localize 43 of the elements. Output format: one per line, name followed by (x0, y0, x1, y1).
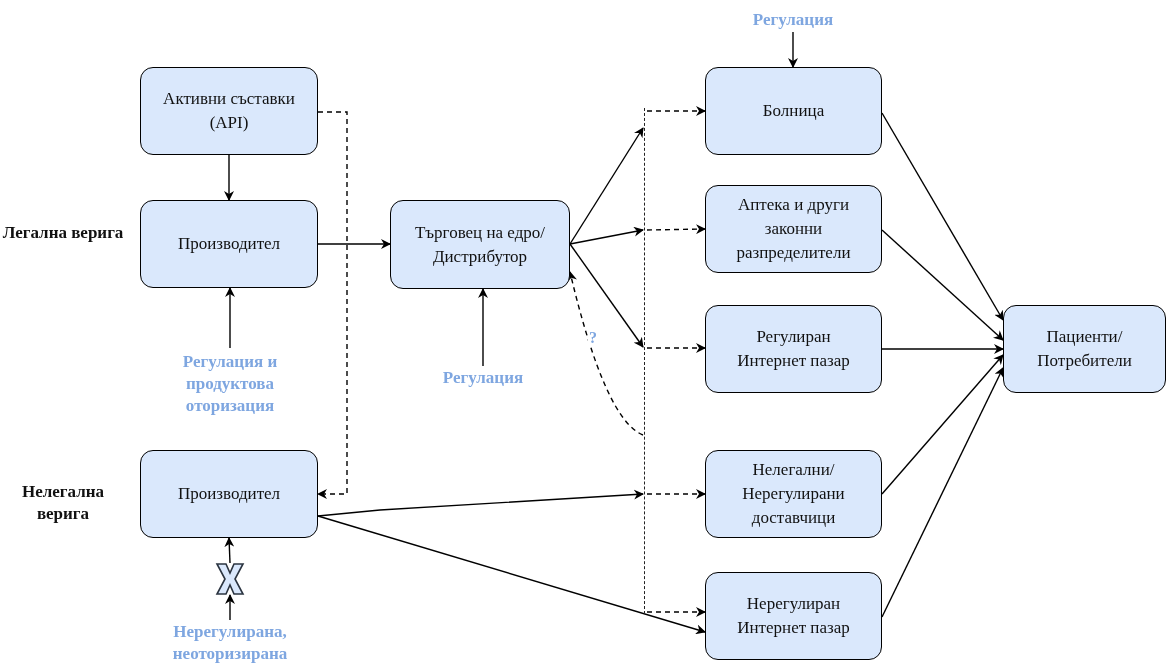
arrow (317, 239, 391, 249)
arrow (224, 154, 234, 201)
distribution-line (644, 108, 648, 614)
process-box: Аптека и други законни разпределители (705, 185, 882, 273)
arrow (569, 226, 644, 245)
regulation-label: Нерегулирана, неоторизирана (150, 620, 310, 666)
process-box: Търговец на едро/ Дистрибутор (390, 200, 570, 289)
arrow (225, 287, 235, 349)
arrow (317, 515, 706, 635)
process-box: Пациенти/ Потребители (1003, 305, 1166, 393)
edge-label: ? (588, 330, 598, 346)
regulation-label: Регулация и продуктова оторизация (150, 348, 310, 420)
process-box: Регулиран Интернет пазар (705, 305, 882, 393)
arrow (224, 537, 235, 564)
arrow (788, 31, 798, 68)
arrow (881, 229, 1004, 341)
dashed-arrow (646, 489, 706, 499)
arrow (478, 288, 488, 367)
arrow (881, 112, 1004, 321)
dashed-arrow (646, 106, 706, 116)
process-box: Активни съставки (API) (140, 67, 318, 155)
cross-mark (214, 563, 246, 595)
arrow (881, 344, 1004, 354)
dashed-arrow (646, 224, 706, 235)
process-box: Производител (140, 200, 318, 288)
process-box: Нелегални/ Нерегулирани доставчици (705, 450, 882, 538)
arrow (225, 594, 235, 621)
arrow (569, 127, 644, 245)
dashed-arrow (646, 343, 706, 353)
dashed-arrow (317, 111, 348, 499)
regulation-label: Регулация (420, 366, 546, 390)
process-box: Нерегулиран Интернет пазар (705, 572, 882, 660)
arrow (881, 367, 1004, 618)
process-box: Производител (140, 450, 318, 538)
arrow (881, 354, 1004, 495)
regulation-label: Регулация (745, 8, 841, 32)
arrow (317, 489, 644, 517)
dashed-arrow (567, 271, 644, 436)
arrow (569, 243, 644, 348)
process-box: Болница (705, 67, 882, 155)
chain-label: Нелегална верига (20, 481, 106, 526)
dashed-arrow (646, 607, 706, 617)
chain-label: Легална верига (2, 222, 124, 244)
